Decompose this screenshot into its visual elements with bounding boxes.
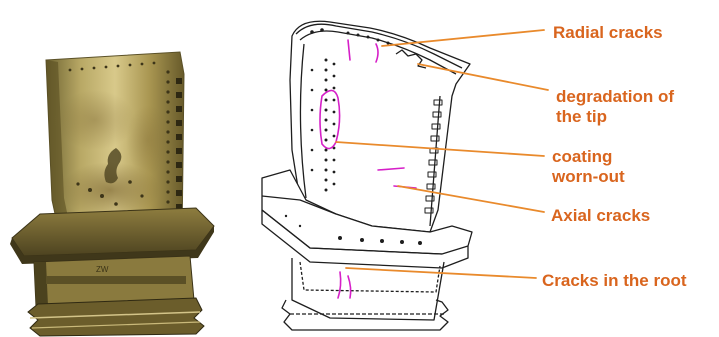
radial-crack-mark (347, 39, 379, 63)
leader-tip (417, 63, 549, 91)
leader-root (345, 267, 537, 279)
label-tip-line1: degradation of (556, 87, 675, 106)
label-coating-line1: coating (552, 147, 613, 166)
label-radial-cracks-text: Radial cracks (553, 23, 663, 42)
turbine-blade-photo: ZW (10, 51, 215, 337)
leader-coating (335, 141, 545, 157)
svg-text:ZW: ZW (96, 265, 109, 274)
label-cracks-in-root: Cracks in the root (542, 271, 687, 291)
label-axial-cracks-text: Axial cracks (551, 206, 651, 225)
label-coating-line2: worn-out (552, 167, 625, 186)
axial-crack-mark-1 (377, 167, 405, 171)
root-crack-mark (337, 271, 352, 299)
label-axial-cracks: Axial cracks (551, 206, 650, 226)
label-coating-worn-out: coating worn-out (552, 147, 625, 187)
label-root-cracks-text: Cracks in the root (542, 271, 687, 290)
leader-radial-cracks (381, 29, 545, 47)
label-degradation-of-tip: degradation of the tip (556, 87, 674, 127)
leader-axial (397, 185, 545, 213)
label-tip-line2: the tip (556, 107, 607, 126)
label-radial-cracks: Radial cracks (553, 23, 663, 43)
leader-lines (335, 29, 549, 279)
turbine-blade-line-drawing (261, 20, 473, 331)
